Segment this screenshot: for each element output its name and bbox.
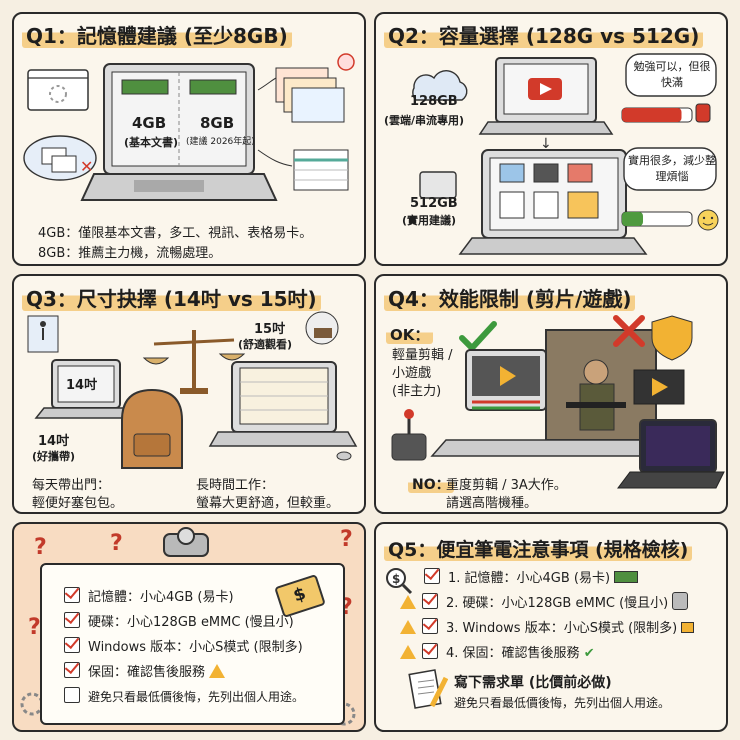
q4-ok-1: 輕量剪輯 / [392,348,453,363]
q5-title: Q5：便宜筆電注意事項 (規格檢核) [384,535,693,562]
q4-ok-3: (非主力) [392,384,442,399]
checklist-text-4: 避免只看最低價後悔，先列出個人用途。 [88,690,305,704]
checklist-row-4[interactable]: 避免只看最低價後悔，先列出個人用途。 [64,685,343,710]
q5-row-3[interactable]: 4. 保固：確認售後服務 ✔ [400,641,694,666]
checkbox-checked-icon[interactable] [422,643,438,659]
svg-text:✕: ✕ [80,157,93,176]
q1-title: Q1：記憶體建議 (至少8GB) [22,20,292,49]
q2-bar-a-fill [622,108,682,122]
q1-ram-a-label: 4GB [132,114,167,132]
q5-item-0: 1. 記憶體：小心4GB (易卡) [448,571,611,586]
q5-row-0[interactable]: 1. 記憶體：小心4GB (易卡) [400,566,694,591]
warning-icon [209,664,226,678]
q2-opt-a: 128GB [410,94,458,109]
checklist-text-0: 記憶體：小心4GB (易卡) [88,590,234,605]
q1-ram-b-label: 8GB [200,114,235,132]
checkbox-checked-icon[interactable] [424,568,440,584]
q1-ram-b-sub: (建議 2026年起) [186,137,255,147]
q3-size-b-label: 15吋 [254,322,286,337]
svg-text:?: ? [34,535,47,560]
svg-text:$: $ [392,572,400,586]
warning-icon [400,595,416,609]
svg-text:?: ? [28,615,41,640]
q3-size-a-sub: (好攜帶) [32,450,76,463]
q5-memo-text: 避免只看最低價後悔，先列出個人用途。 [454,696,671,710]
checklist-row-0[interactable]: 記憶體：小心4GB (易卡) [64,585,343,610]
q3-note-b-2: 螢幕大更舒適，但較重。 [196,496,340,511]
q5-item-3: 4. 保固：確認售後服務 [446,646,580,661]
checklist-text-2: Windows 版本：小心S模式 (限制多) [88,640,303,655]
q4-no-1: 重度剪輯 / 3A大作。 [446,478,567,493]
checklist-text-3: 保固：確認售後服務 [88,665,206,680]
q2-opt-b-sub: (實用建議) [402,214,457,227]
q3-illustration [27,311,358,469]
q3-note-a-2: 輕便好塞包包。 [32,496,124,511]
q3-title: Q3：尺寸抉擇 (14吋 vs 15吋) [22,283,321,312]
q1-note-1: 4GB：僅限基本文書，多工、視訊、表格易卡。 [38,226,313,241]
checkbox-checked-icon[interactable] [64,637,80,653]
q3-note-b-1: 長時間工作： [196,478,275,493]
svg-text:?: ? [340,527,353,552]
checkbox-checked-icon[interactable] [64,662,80,678]
q3-size-a-screen: 14吋 [66,378,98,393]
ram-chip-icon [614,571,639,583]
q2-opt-b: 512GB [410,196,458,211]
q4-no-2: 請選高階機種。 [446,496,538,511]
q2-bubble-b: 實用很多，減少整理煩惱 [628,154,716,183]
q1-ram-a-sub: (基本文書) [124,136,179,149]
warning-icon [400,645,416,659]
q2-bar-b-fill [622,212,643,226]
lock-icon [681,622,695,633]
q3-size-a-label: 14吋 [38,434,70,449]
checklist-row-3[interactable]: 保固：確認售後服務 [64,660,343,685]
q4-ok-label: OK： [386,324,434,345]
q5-item-2: 3. Windows 版本：小心S模式 (限制多) [446,621,678,636]
q2-title: Q2：容量選擇 (128G vs 512G) [384,20,704,49]
q5-memo-title: 寫下需求單 (比價前必做) [454,675,612,691]
shield-check-icon: ✔ [583,646,595,661]
magnifier-icon: $ [386,568,413,595]
warning-icon [400,620,416,634]
q1-note-2: 8GB：推薦主力機，流暢處理。 [38,246,222,261]
svg-text:↓: ↓ [540,136,552,152]
q5-row-1[interactable]: 2. 硬碟：小心128GB eMMC (慢且小) [400,591,694,616]
q4-illustration [391,315,725,489]
memo-pencil-icon [408,669,448,709]
checklist-row-2[interactable]: Windows 版本：小心S模式 (限制多) [64,635,343,660]
svg-text:?: ? [110,531,123,556]
q3-size-b-sub: (舒適觀看) [238,338,293,351]
q5-item-1: 2. 硬碟：小心128GB eMMC (慢且小) [446,596,669,611]
q2-illustration: ↓ [412,53,719,255]
q4-ok-2: 小遊戲 [392,366,432,381]
q5-row-2[interactable]: 3. Windows 版本：小心S模式 (限制多) [400,616,695,641]
q4-title: Q4：效能限制 (剪片/遊戲) [384,283,636,312]
q4-no-label: NO： [408,474,454,494]
checkbox-checked-icon[interactable] [64,587,80,603]
checkbox-checked-icon[interactable] [422,618,438,634]
q2-bubble-a: 勉強可以，但很快滿 [633,60,711,89]
q2-opt-a-sub: (雲端/串流專用) [384,114,465,127]
q1-illustration: ✕ [23,53,355,201]
disk-icon [672,592,689,610]
q5-list: 1. 記憶體：小心4GB (易卡) 2. 硬碟：小心128GB eMMC (慢且… [400,566,695,666]
checkbox-checked-icon[interactable] [64,612,80,628]
checklist-row-1[interactable]: 硬碟：小心128GB eMMC (慢且小) [64,610,343,635]
q3-note-a-1: 每天帶出門： [32,478,111,493]
checklist-text-1: 硬碟：小心128GB eMMC (慢且小) [88,615,294,630]
checkbox-empty-icon[interactable] [64,687,80,703]
checkbox-checked-icon[interactable] [422,593,438,609]
